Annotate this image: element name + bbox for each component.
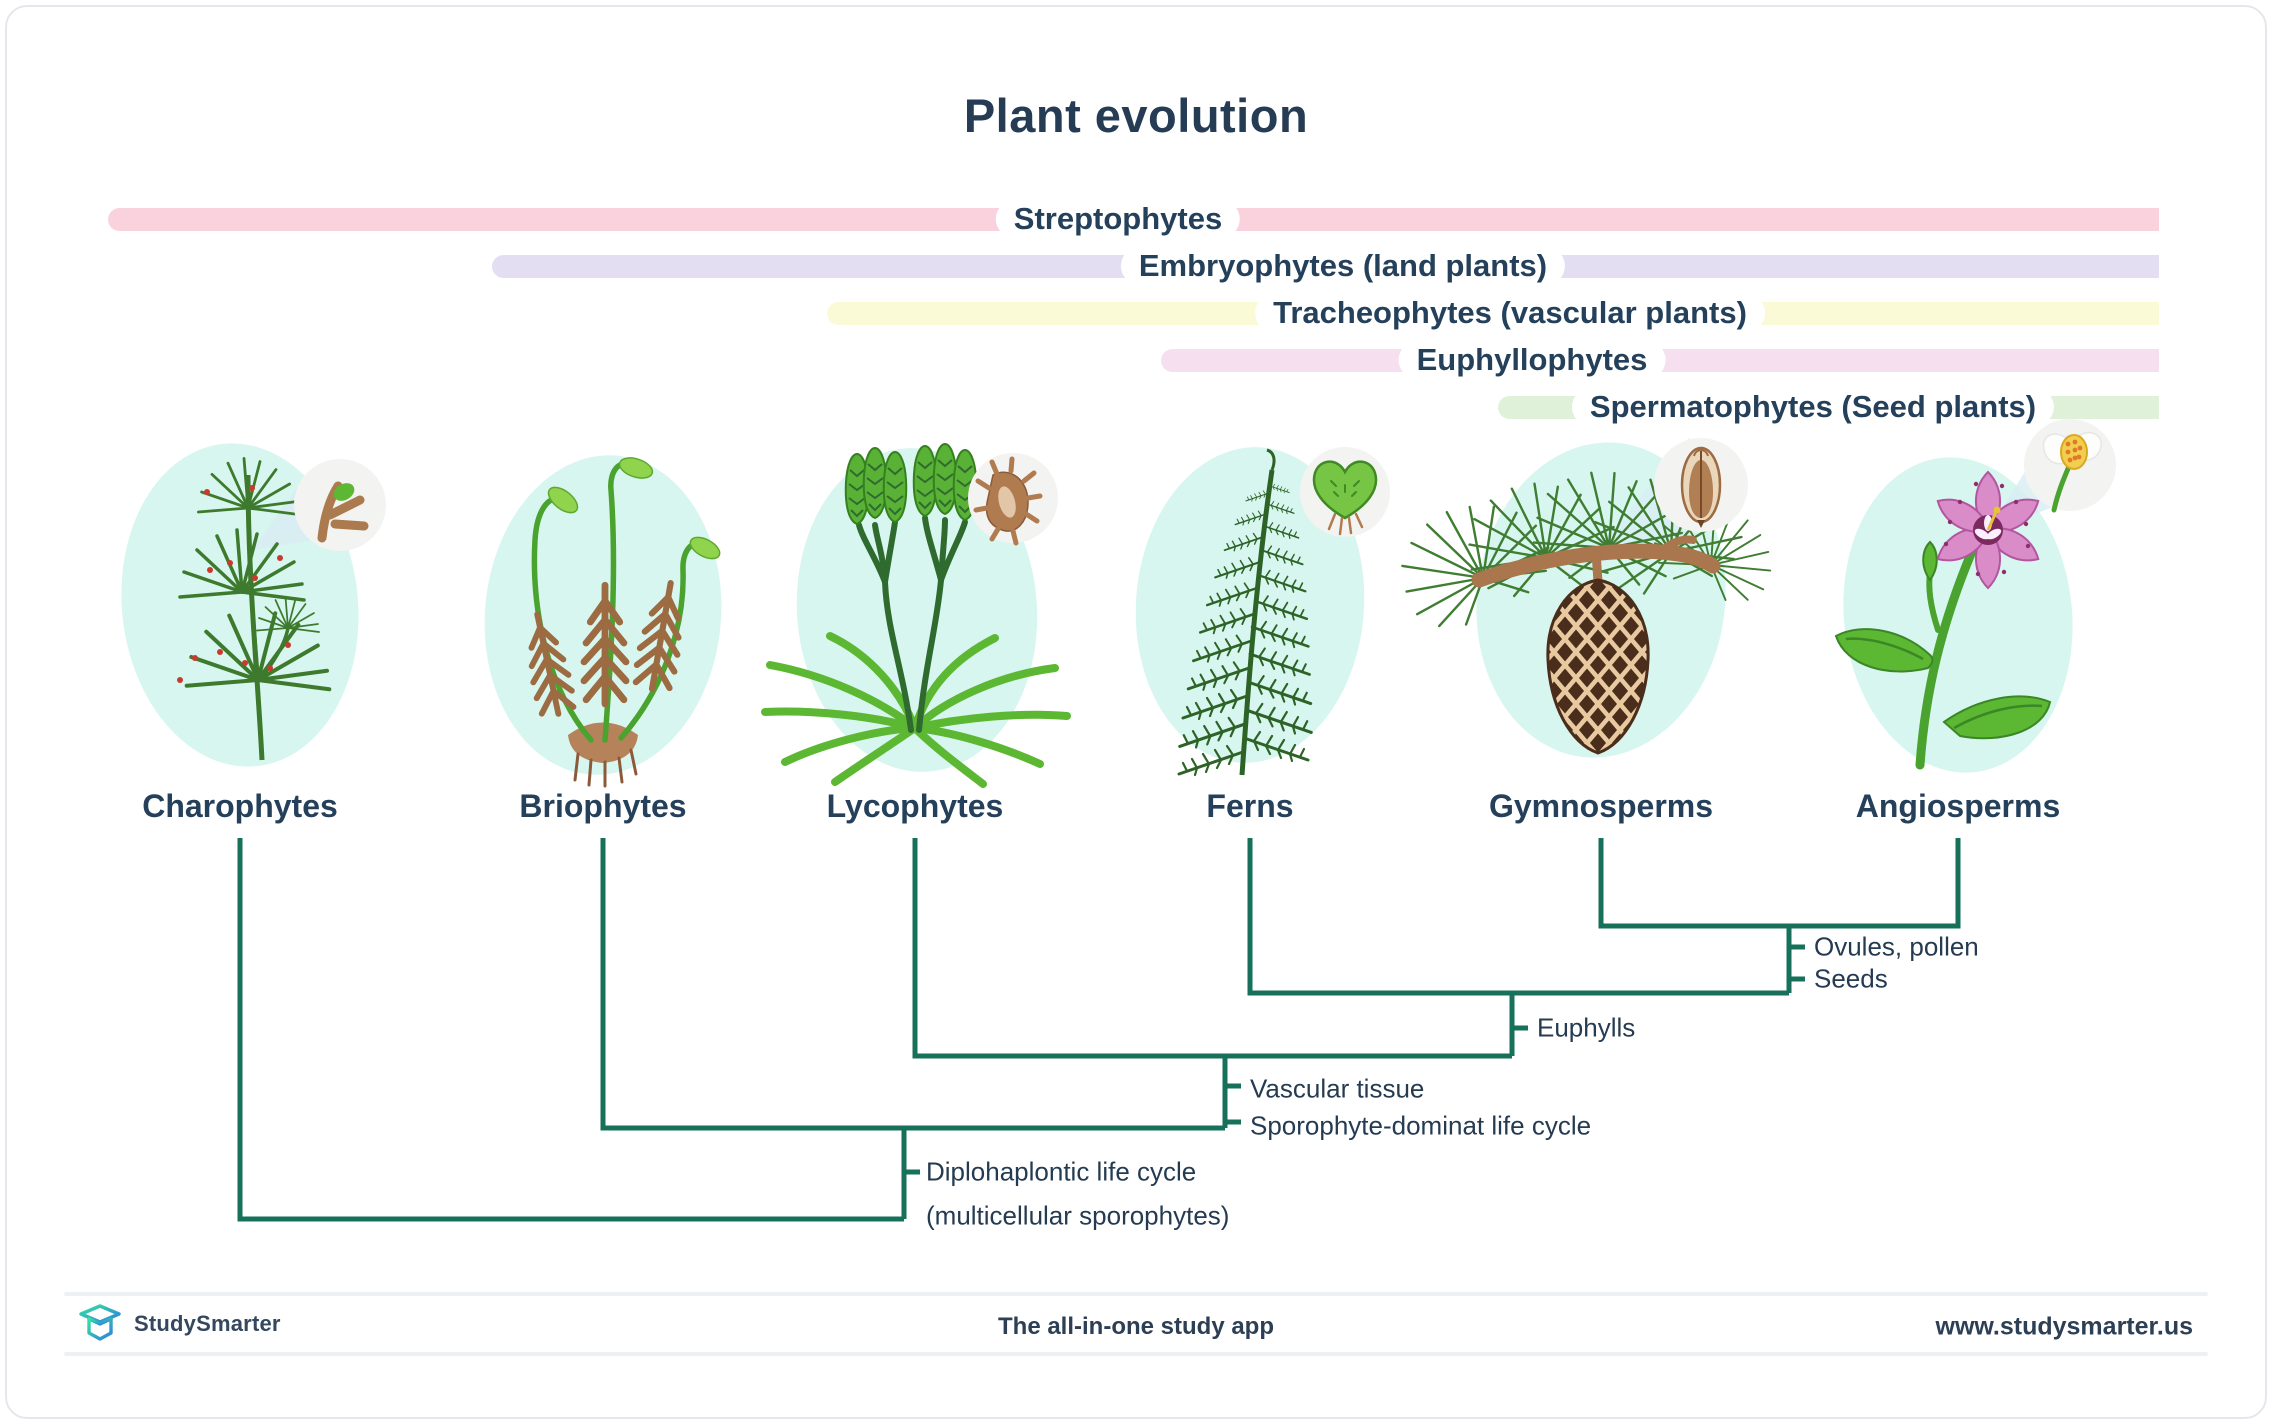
early-lycophyte-fossil-icon — [973, 456, 1043, 546]
footer-website-link[interactable]: www.studysmarter.us — [1935, 1312, 2194, 1341]
lycophytes-illustration — [761, 443, 1071, 788]
seed-section-icon — [1680, 446, 1722, 528]
pollen-flower-icon — [2042, 432, 2103, 513]
footer-divider-top — [64, 1292, 2208, 1296]
annotation-seeds: Seeds — [1814, 963, 1888, 994]
annotation-sporophyte-dominant: Sporophyte-dominat life cycle — [1250, 1110, 1592, 1141]
gymnosperms-illustration — [1382, 438, 1790, 758]
footer-divider-bottom — [64, 1352, 2208, 1356]
band-label-embryophytes: Embryophytes (land plants) — [1120, 247, 1566, 285]
footer-tagline: The all-in-one study app — [997, 1313, 1275, 1340]
studysmarter-logo-icon — [79, 1304, 121, 1341]
angiosperms-illustration — [1834, 419, 2116, 773]
annotation-ovules-pollen: Ovules, pollen — [1814, 931, 1979, 962]
leaves — [1834, 628, 2052, 740]
annotation-diplohaplontic-line1: Diplohaplontic life cycle — [926, 1156, 1197, 1187]
flower-bud — [1922, 540, 1938, 582]
band-label-euphyllophytes: Euphyllophytes — [1398, 341, 1666, 379]
pine-cone — [1546, 578, 1650, 755]
briophytes-illustration — [484, 455, 722, 788]
oogonium-detail-icon — [317, 481, 369, 543]
taxon-label-ferns: Ferns — [1206, 788, 1294, 824]
annotation-euphylls: Euphylls — [1537, 1012, 1636, 1043]
annotation-diplohaplontic-line2: (multicellular sporophytes) — [926, 1200, 1230, 1231]
moss-capsules — [547, 457, 721, 560]
studysmarter-brand: StudySmarter — [78, 1302, 281, 1346]
band-label-tracheophytes: Tracheophytes (vascular plants) — [1255, 294, 1765, 332]
oogonia-dots — [177, 485, 291, 683]
taxon-label-briophytes: Briophytes — [519, 788, 687, 824]
charophytes-illustration — [121, 443, 386, 767]
taxon-label-angiosperms: Angiosperms — [1855, 788, 2061, 824]
studysmarter-brand-name: StudySmarter — [134, 1311, 281, 1336]
band-label-spermatophytes: Spermatophytes (Seed plants) — [1571, 388, 2055, 426]
taxon-label-lycophytes: Lycophytes — [826, 788, 1004, 824]
mint-blob — [1135, 447, 1365, 763]
taxon-label-gymnosperms: Gymnosperms — [1488, 788, 1714, 824]
prothallus-detail-icon — [1312, 460, 1378, 536]
band-label-streptophytes: Streptophytes — [995, 200, 1241, 238]
page-title: Plant evolution — [963, 89, 1309, 142]
lily-flower — [1930, 471, 2046, 589]
plant-illustrations — [121, 419, 2116, 788]
ferns-illustration — [1135, 447, 1390, 777]
taxon-label-charophytes: Charophytes — [142, 788, 338, 824]
annotation-vascular-tissue: Vascular tissue — [1250, 1073, 1425, 1104]
